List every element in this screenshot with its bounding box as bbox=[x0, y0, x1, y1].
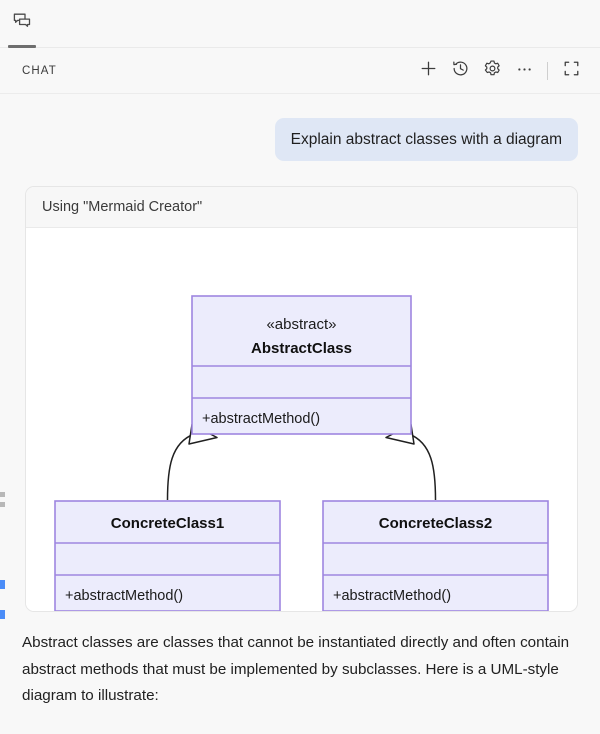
tab-chat[interactable] bbox=[0, 0, 44, 48]
chat-header: CHAT bbox=[0, 48, 600, 94]
concrete-class-2-method-0: +abstractMethod() bbox=[333, 588, 451, 604]
tool-invocation-card[interactable]: Using "Mermaid Creator" bbox=[25, 186, 578, 613]
ruler-mark-blue-2 bbox=[0, 610, 5, 619]
ruler-mark-gray-2 bbox=[0, 502, 5, 507]
uml-class-diagram: «abstract» AbstractClass +abstractMethod… bbox=[54, 295, 549, 612]
fullscreen-button[interactable] bbox=[556, 56, 586, 86]
inheritance-edge-concrete1 bbox=[166, 433, 195, 501]
history-clock-icon bbox=[451, 59, 470, 83]
concrete-class-1-method-0: +abstractMethod() bbox=[65, 588, 183, 604]
abstract-class-stereotype: «abstract» bbox=[266, 316, 336, 333]
new-chat-button[interactable] bbox=[413, 56, 443, 86]
history-button[interactable] bbox=[445, 56, 475, 86]
settings-button[interactable] bbox=[477, 56, 507, 86]
plus-icon bbox=[419, 59, 438, 83]
inheritance-edge-concrete2 bbox=[408, 433, 437, 501]
header-actions bbox=[413, 56, 586, 86]
chat-bubbles-icon bbox=[12, 11, 32, 36]
chat-title: CHAT bbox=[22, 64, 57, 77]
concrete-class-1-name: ConcreteClass1 bbox=[111, 515, 224, 532]
assistant-message: Abstract classes are classes that cannot… bbox=[22, 634, 570, 704]
concrete-class-2-name: ConcreteClass2 bbox=[379, 515, 492, 532]
abstract-class-name: AbstractClass bbox=[251, 340, 352, 357]
chat-scroll-area[interactable]: Explain abstract classes with a diagram … bbox=[0, 94, 600, 734]
user-message-bubble: Explain abstract classes with a diagram bbox=[274, 118, 578, 162]
overview-ruler[interactable] bbox=[0, 94, 5, 734]
more-actions-button[interactable] bbox=[509, 56, 539, 86]
uml-class-abstract-class[interactable]: «abstract» AbstractClass +abstractMethod… bbox=[191, 295, 412, 436]
ruler-mark-blue-1 bbox=[0, 580, 5, 589]
user-message-row: Explain abstract classes with a diagram bbox=[0, 94, 600, 162]
uml-class-concrete-class-1[interactable]: ConcreteClass1 +abstractMethod() bbox=[54, 500, 281, 612]
uml-class-concrete-class-2[interactable]: ConcreteClass2 +abstractMethod() bbox=[322, 500, 549, 612]
tab-active-indicator bbox=[8, 44, 36, 48]
gear-icon bbox=[483, 59, 502, 83]
ruler-mark-gray-1 bbox=[0, 492, 5, 497]
expand-icon bbox=[562, 59, 581, 83]
ellipsis-icon bbox=[515, 59, 534, 83]
abstract-class-method-0: +abstractMethod() bbox=[202, 411, 320, 427]
diagram-canvas[interactable]: «abstract» AbstractClass +abstractMethod… bbox=[26, 228, 577, 612]
tool-card-title: Using "Mermaid Creator" bbox=[26, 187, 577, 229]
header-divider bbox=[547, 61, 548, 80]
tab-strip bbox=[0, 0, 600, 48]
